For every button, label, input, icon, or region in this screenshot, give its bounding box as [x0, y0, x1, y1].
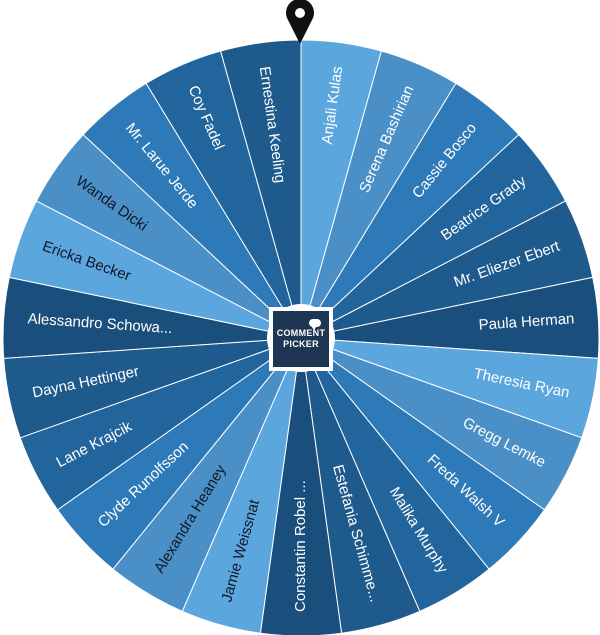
wheel-slice-label: Paula Herman [478, 310, 575, 333]
logo-line-1: COMMENT [276, 328, 326, 338]
logo-badge: COMMENT PICKER [273, 311, 329, 367]
wheel-slices[interactable] [2, 39, 600, 635]
map-pin-icon [286, 0, 314, 44]
speech-bubble-icon [309, 319, 321, 330]
logo-line-2: PICKER [283, 339, 319, 349]
comment-picker-logo[interactable]: COMMENT PICKER [269, 307, 333, 371]
wheel-slice-label: Constantin Robel ... [292, 480, 309, 612]
